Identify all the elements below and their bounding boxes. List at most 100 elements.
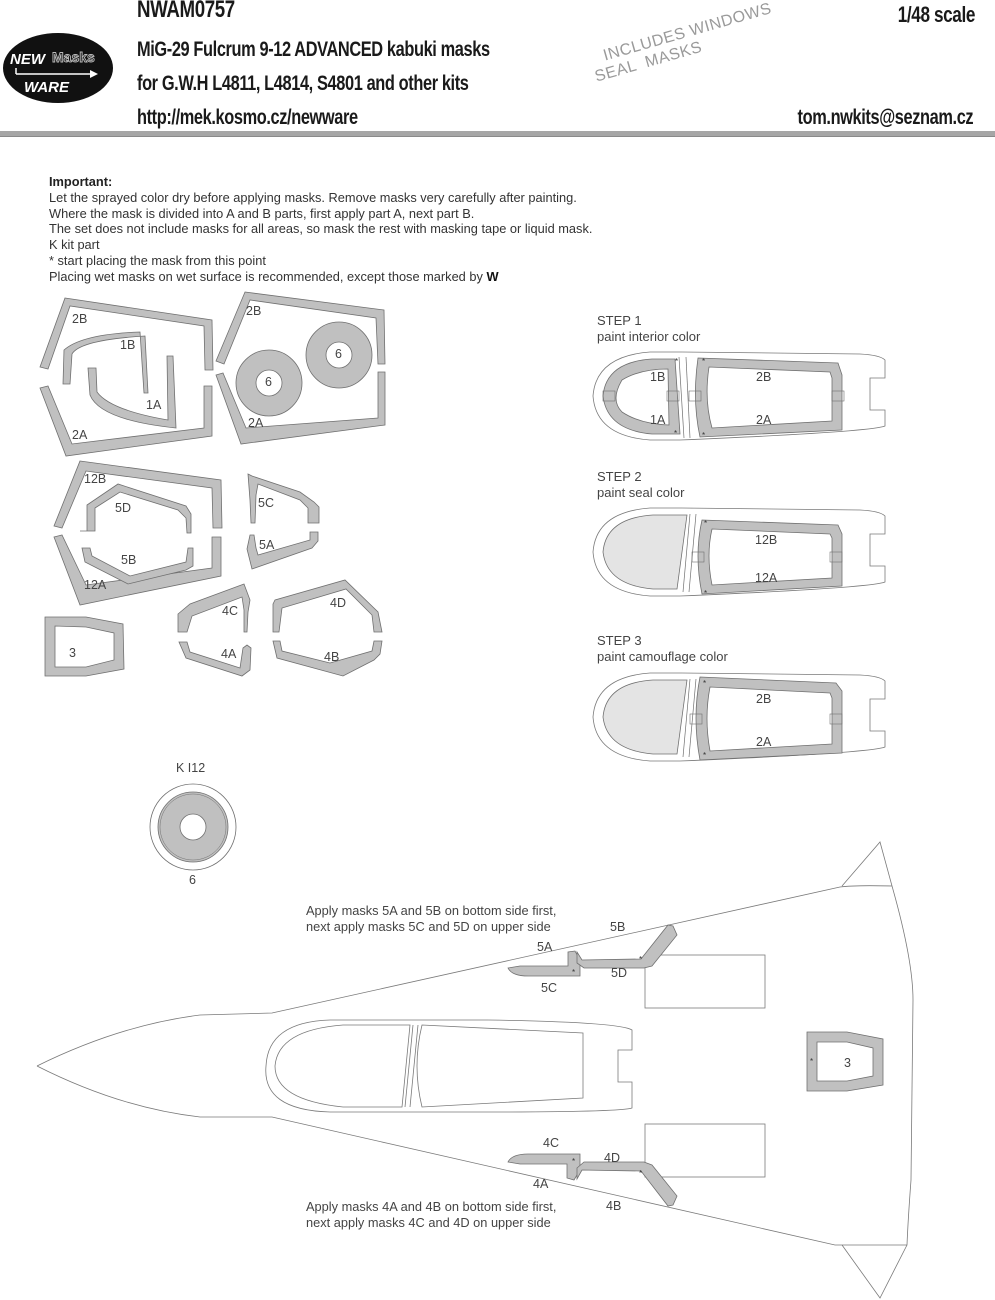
mask-5A [246, 531, 319, 570]
svg-text:*: * [572, 968, 575, 977]
label-2A: 2A [72, 428, 88, 442]
kit-part-k-i12 [149, 783, 237, 871]
label-2B: 2B [72, 312, 88, 326]
product-code: NWAM0757 [137, 0, 235, 23]
lower-side-note: Apply masks 4A and 4B on bottom side fir… [306, 1199, 556, 1231]
mask-2B-frame-b [215, 291, 386, 365]
mask-4D [272, 579, 383, 633]
plan-mask-4D-4B [576, 1161, 678, 1207]
step1-label-1B: 1B [650, 370, 666, 384]
plan-mask-5D-5B [576, 924, 678, 969]
instruction-line: K kit part [49, 237, 100, 253]
plan-label-4D: 4D [604, 1151, 620, 1165]
label-4D: 4D [330, 596, 346, 610]
start-point-markers: * * * * * [572, 955, 813, 1178]
kit-part-mask-number: 6 [189, 873, 196, 887]
wet-marker-icon: W [486, 268, 499, 284]
step3-desc: paint camouflage color [597, 649, 728, 664]
label-5B: 5B [121, 553, 137, 567]
instruction-line: The set does not include masks for all a… [49, 221, 593, 237]
step3-label-2A: 2A [756, 735, 772, 749]
mask-5B [81, 547, 194, 585]
plan-label-4B: 4B [606, 1199, 622, 1213]
plan-label-4A: 4A [533, 1177, 549, 1191]
label-6-b: 6 [335, 347, 342, 361]
step2-title: STEP 2 [597, 469, 642, 484]
label-2B-b: 2B [246, 304, 262, 318]
step3-title: STEP 3 [597, 633, 642, 648]
svg-text:*: * [639, 955, 642, 964]
scale-label: 1/48 scale [897, 2, 976, 27]
step2-label-12B: 12B [755, 533, 778, 547]
lower-note-line-1: Apply masks 4A and 4B on bottom side fir… [306, 1199, 557, 1214]
svg-text:*: * [572, 1157, 575, 1166]
step1-desc: paint interior color [597, 329, 701, 344]
plan-mask-5C-5A [507, 950, 581, 977]
plan-label-5A: 5A [537, 940, 553, 954]
svg-text:*: * [639, 1169, 642, 1178]
mask-6-ring-a [235, 349, 303, 417]
product-title: MiG-29 Fulcrum 9-12 ADVANCED kabuki mask… [137, 38, 490, 61]
arrow-right-icon [15, 68, 98, 78]
svg-text:*: * [702, 431, 705, 440]
instruction-line: Where the mask is divided into A and B p… [49, 205, 475, 221]
svg-text:*: * [675, 357, 678, 366]
step1-label-1A: 1A [650, 413, 666, 427]
mask-2A-frame [39, 385, 213, 457]
step1-title: STEP 1 [597, 313, 642, 328]
step1-label-2B: 2B [756, 370, 772, 384]
mask-3 [44, 616, 125, 677]
step1-heading: STEP 1 paint interior color [597, 313, 700, 345]
mask-5C [247, 473, 320, 524]
svg-text:*: * [704, 589, 707, 598]
svg-text:*: * [702, 357, 705, 366]
upper-note-line-1: Apply masks 5A and 5B on bottom side fir… [306, 903, 557, 918]
instruction-line: Let the sprayed color dry before applyin… [49, 189, 577, 205]
plan-mask-3 [806, 1031, 884, 1092]
label-4B: 4B [324, 650, 340, 664]
label-12A: 12A [84, 578, 107, 592]
wet-note: Placing wet masks on wet surface is reco… [49, 268, 487, 284]
label-6-a: 6 [265, 375, 272, 389]
plan-label-5C: 5C [541, 981, 557, 995]
step3-canopy-diagram: ** [592, 672, 886, 762]
mask-2A-frame-b [215, 371, 386, 445]
website-link[interactable]: http://mek.kosmo.cz/newware [137, 106, 358, 129]
instruction-line: * start placing the mask from this point [49, 252, 266, 268]
label-4A: 4A [221, 647, 237, 661]
svg-text:*: * [674, 429, 677, 438]
plan-label-5B: 5B [610, 920, 626, 934]
plan-label-4C: 4C [543, 1136, 559, 1150]
step1-canopy-diagram: * * * * [592, 351, 886, 441]
lower-note-line-2: next apply masks 4C and 4D on upper side [306, 1215, 551, 1230]
mask-1A [87, 355, 177, 429]
label-4C: 4C [222, 604, 238, 618]
mask-12A-frame [53, 534, 222, 606]
mask-5D [80, 483, 192, 534]
step2-canopy-diagram: ** [592, 507, 886, 598]
header-divider [0, 131, 995, 137]
step3-heading: STEP 3 paint camouflage color [597, 633, 728, 665]
svg-text:*: * [703, 679, 706, 688]
mask-4A [178, 641, 252, 677]
logo-new: NEW [10, 51, 47, 68]
step2-desc: paint seal color [597, 485, 685, 500]
svg-text:*: * [810, 1057, 813, 1066]
svg-text:*: * [704, 519, 707, 528]
plan-mask-4C-4A [507, 1153, 581, 1181]
label-5C: 5C [258, 496, 274, 510]
instruction-line: Placing wet masks on wet surface is reco… [49, 269, 592, 285]
step1-label-2A: 2A [756, 413, 772, 427]
mask-1B [62, 331, 149, 394]
mask-12B-frame [53, 460, 223, 529]
email-link[interactable]: tom.nwkits@seznam.cz [797, 106, 973, 129]
mask-6-ring-b [305, 321, 373, 389]
instructions-block: Important: Let the sprayed color dry bef… [49, 174, 592, 285]
label-3: 3 [69, 646, 76, 660]
logo-ware: WARE [24, 79, 70, 96]
instructions-heading: Important: [49, 174, 113, 189]
label-1B: 1B [120, 338, 136, 352]
mask-4C [177, 583, 251, 633]
upper-note-line-2: next apply masks 5C and 5D on upper side [306, 919, 551, 934]
logo-masks: Masks [52, 49, 95, 65]
